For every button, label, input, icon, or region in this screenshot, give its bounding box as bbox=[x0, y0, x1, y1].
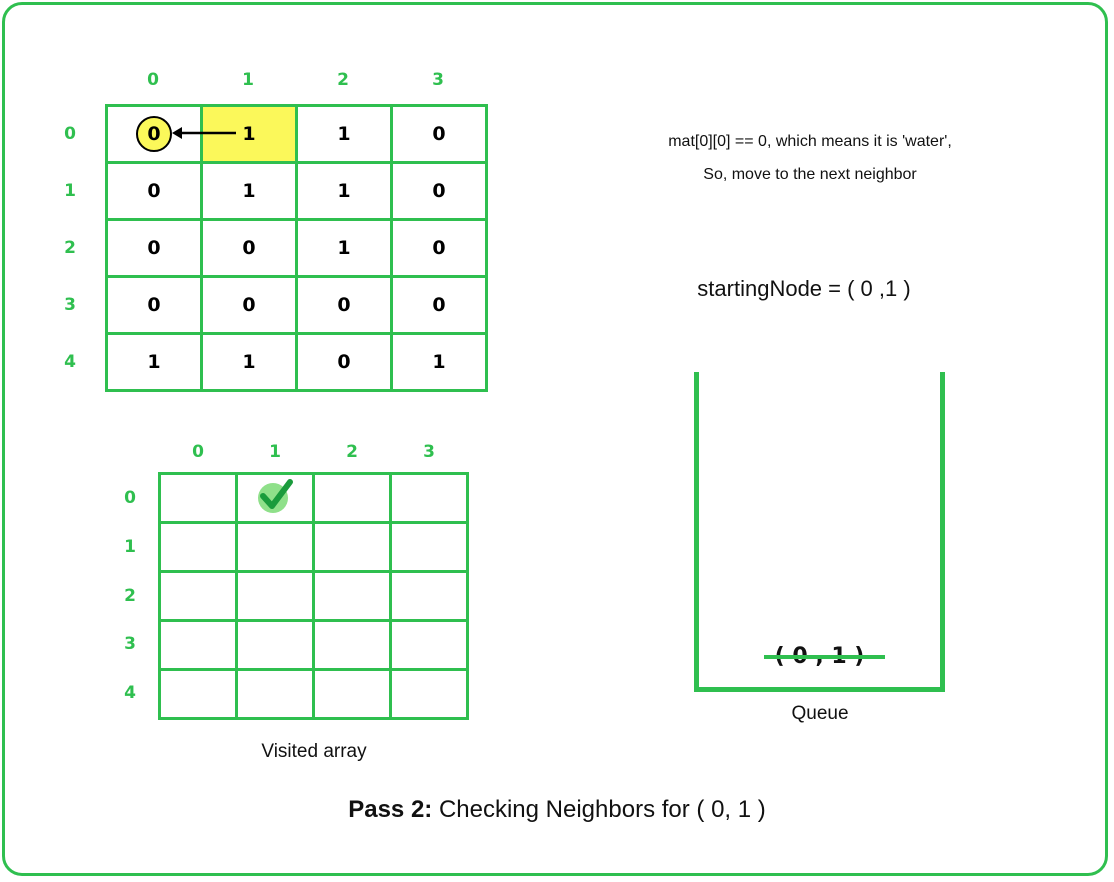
matrix-cell: 0 bbox=[200, 275, 298, 335]
visited-array-label: Visited array bbox=[261, 741, 367, 762]
queue-label: Queue bbox=[791, 703, 849, 724]
visited-cell bbox=[312, 521, 392, 573]
visited-row-header: 3 bbox=[124, 634, 136, 654]
visited-cell bbox=[389, 472, 469, 524]
visited-col-header: 1 bbox=[269, 442, 281, 462]
visited-cell bbox=[158, 472, 238, 524]
strikethrough-line bbox=[764, 655, 885, 659]
visited-cell bbox=[235, 570, 315, 622]
neighbor-arrow bbox=[172, 127, 236, 139]
visited-col-header: 0 bbox=[192, 442, 204, 462]
mat-col-header: 1 bbox=[242, 70, 254, 90]
mat-row-header: 1 bbox=[64, 181, 76, 201]
matrix-cell: 0 bbox=[390, 218, 488, 278]
matrix-cell: 1 bbox=[390, 332, 488, 392]
caption-pass: Pass 2: bbox=[348, 796, 433, 823]
visited-cell bbox=[235, 619, 315, 671]
visited-cell-checked bbox=[235, 472, 315, 524]
matrix-cell: 1 bbox=[295, 218, 393, 278]
visited-grid bbox=[158, 472, 469, 720]
matrix-cell: 0 bbox=[295, 332, 393, 392]
matrix-cell: 0 bbox=[390, 104, 488, 164]
visited-cell bbox=[389, 619, 469, 671]
mat-col-header: 0 bbox=[147, 70, 159, 90]
checkmark-icon bbox=[258, 478, 293, 513]
matrix-cell: 1 bbox=[295, 161, 393, 221]
visited-cell bbox=[312, 668, 392, 720]
visited-cell bbox=[312, 570, 392, 622]
queue-container bbox=[694, 372, 945, 692]
matrix-cell: 1 bbox=[295, 104, 393, 164]
visited-cell bbox=[158, 668, 238, 720]
mat-col-header: 3 bbox=[432, 70, 444, 90]
matrix-cell: 1 bbox=[200, 161, 298, 221]
matrix-cell: 0 bbox=[295, 275, 393, 335]
visited-cell bbox=[312, 619, 392, 671]
visited-cell bbox=[312, 472, 392, 524]
matrix-cell: 0 bbox=[105, 218, 203, 278]
visited-row-header: 1 bbox=[124, 537, 136, 557]
matrix-cell: 1 bbox=[105, 332, 203, 392]
visited-cell bbox=[389, 570, 469, 622]
matrix-cell: 0 bbox=[105, 161, 203, 221]
explanation-line-2: So, move to the next neighbor bbox=[703, 166, 917, 183]
mat-row-header: 3 bbox=[64, 295, 76, 315]
visited-cell bbox=[389, 521, 469, 573]
mat-row-header: 0 bbox=[64, 124, 76, 144]
matrix-cell: 0 bbox=[200, 218, 298, 278]
matrix-grid: 0 1 1 0 0 1 1 0 0 0 1 0 0 0 0 0 1 1 0 1 bbox=[105, 104, 488, 392]
caption-text: Checking Neighbors for ( 0, 1 ) bbox=[432, 796, 766, 823]
matrix-cell: 0 bbox=[390, 161, 488, 221]
visited-col-header: 2 bbox=[346, 442, 358, 462]
visited-row-header: 0 bbox=[124, 488, 136, 508]
visited-row-header: 2 bbox=[124, 586, 136, 606]
mat-row-header: 4 bbox=[64, 352, 76, 372]
visited-cell bbox=[389, 668, 469, 720]
explanation-line-1: mat[0][0] == 0, which means it is 'water… bbox=[668, 133, 952, 150]
matrix-cell: 1 bbox=[200, 332, 298, 392]
visited-col-header: 3 bbox=[423, 442, 435, 462]
visited-cell bbox=[158, 521, 238, 573]
visited-cell bbox=[158, 570, 238, 622]
matrix-cell: 0 bbox=[390, 275, 488, 335]
visited-cell bbox=[158, 619, 238, 671]
matrix-cell: 0 bbox=[105, 275, 203, 335]
starting-node-label: startingNode = ( 0 ,1 ) bbox=[697, 276, 911, 301]
mat-col-header: 2 bbox=[337, 70, 349, 90]
visited-cell bbox=[235, 521, 315, 573]
current-cell-marker: 0 bbox=[136, 116, 172, 152]
mat-row-header: 2 bbox=[64, 238, 76, 258]
visited-row-header: 4 bbox=[124, 683, 136, 703]
visited-cell bbox=[235, 668, 315, 720]
caption: Pass 2: Checking Neighbors for ( 0, 1 ) bbox=[257, 796, 857, 824]
